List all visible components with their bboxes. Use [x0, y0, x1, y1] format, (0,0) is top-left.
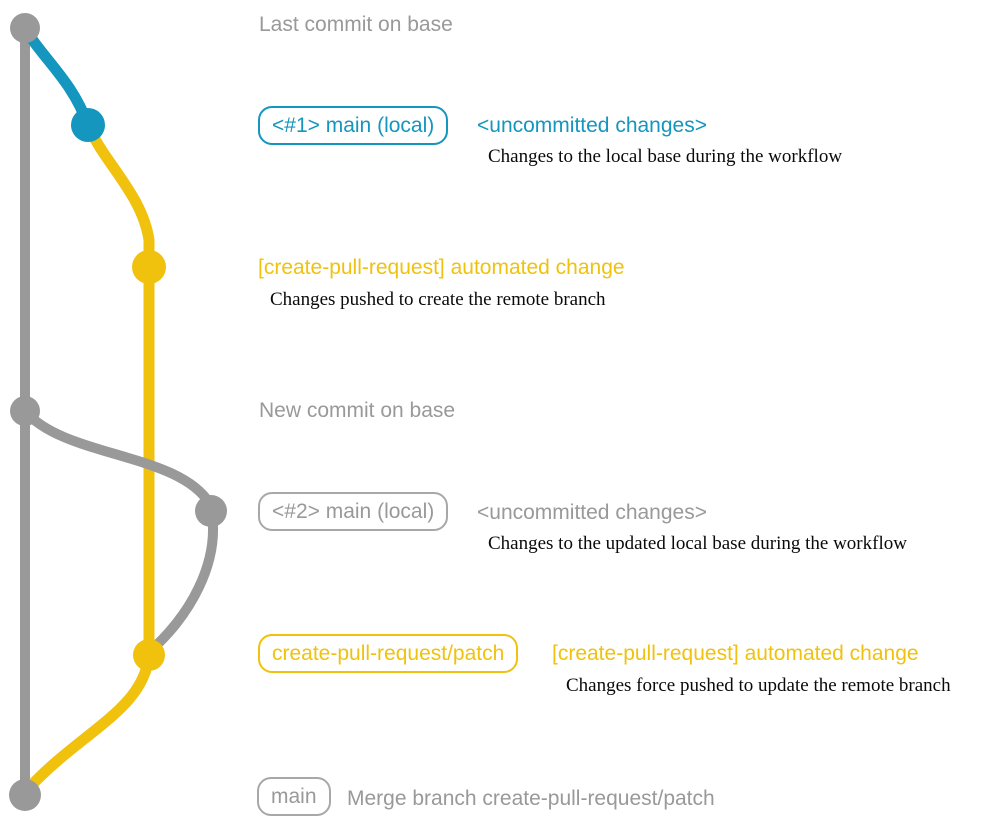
commit-node-local-1 [71, 108, 105, 142]
automated-change-heading-1: [create-pull-request] automated change [258, 256, 625, 279]
patch-branch-line [82, 119, 155, 661]
step2-description: Changes pushed to create the remote bran… [270, 289, 606, 310]
step4-description: Changes force pushed to update the remot… [566, 675, 951, 696]
uncommitted-changes-label-1: <uncommitted changes> [477, 114, 707, 137]
updated-local-branch-curve [20, 406, 218, 656]
automated-change-heading-2: [create-pull-request] automated change [552, 642, 919, 665]
merge-branch-label: Merge branch create-pull-request/patch [347, 787, 715, 810]
commit-node-base-2 [10, 396, 40, 426]
branch-tag-main: main [257, 777, 331, 817]
step1-description: Changes to the local base during the wor… [488, 146, 843, 167]
local-main-branch-curve-1 [19, 22, 94, 131]
commit-node-patch-2 [133, 639, 165, 671]
commit-node-base-1 [10, 13, 40, 43]
commit-node-local-2 [195, 495, 227, 527]
branch-tag-main-local-1: <#1> main (local) [258, 106, 449, 146]
uncommitted-changes-label-2: <uncommitted changes> [477, 501, 707, 524]
patch-merge-curve [21, 649, 155, 796]
last-commit-on-base-label: Last commit on base [259, 13, 453, 36]
new-commit-on-base-label: New commit on base [259, 399, 456, 422]
commit-node-merge [9, 779, 41, 811]
commit-node-patch-1 [132, 250, 166, 284]
branch-tag-main-local-2: <#2> main (local) [258, 492, 449, 532]
git-graph [9, 13, 227, 811]
branch-tag-create-pull-request-patch: create-pull-request/patch [258, 634, 519, 674]
step3-description: Changes to the updated local base during… [488, 533, 907, 554]
